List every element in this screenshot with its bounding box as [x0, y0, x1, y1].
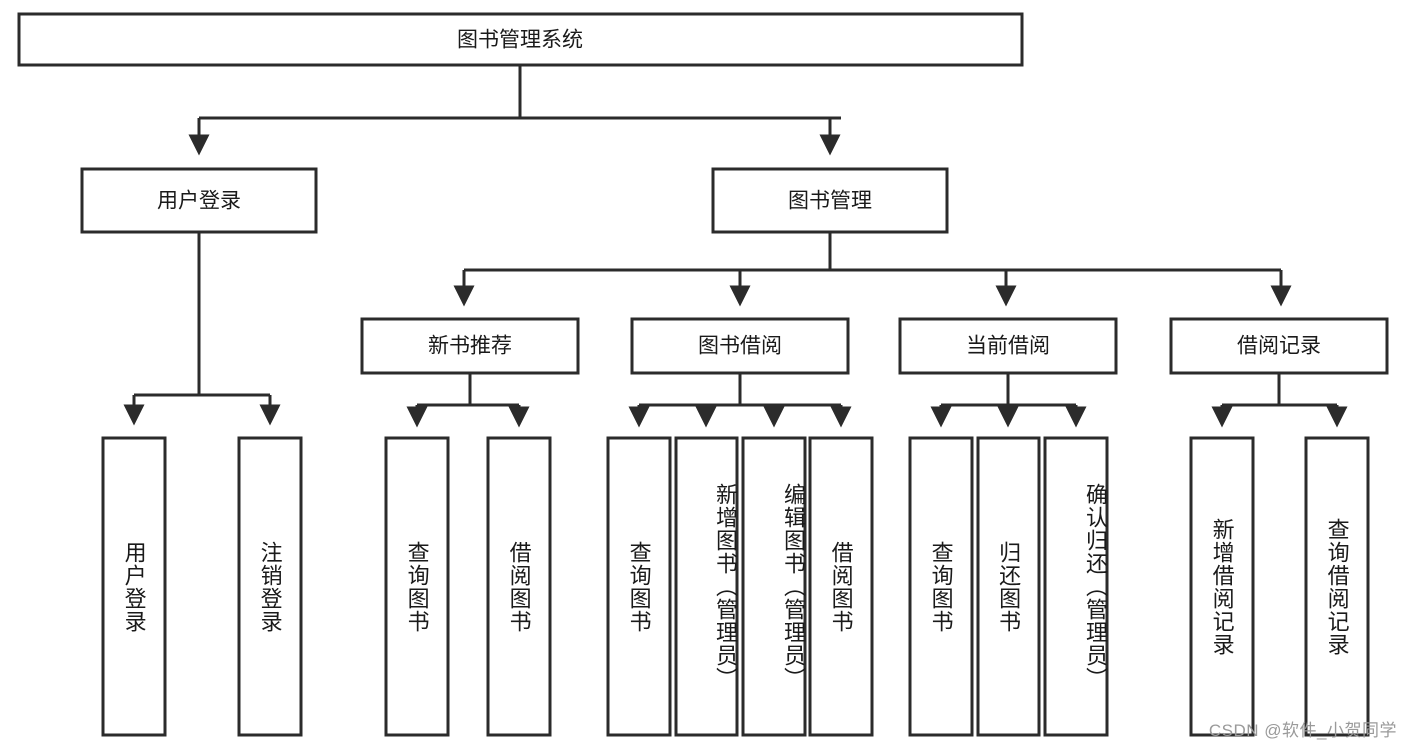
- leaf-box-book-borrow-2[interactable]: [741, 436, 807, 737]
- leaf-box-new-book-recommend-1[interactable]: [486, 436, 552, 737]
- node-borrow-record[interactable]: 借阅记录: [1169, 317, 1389, 375]
- leaf-box-user-login-1[interactable]: [237, 436, 303, 737]
- leaf-box-book-borrow-3[interactable]: [808, 436, 874, 737]
- leaf-box-borrow-record-1[interactable]: [1304, 436, 1370, 737]
- leaf-box-current-borrow-0[interactable]: [908, 436, 974, 737]
- leaf-box-user-login-0[interactable]: [101, 436, 167, 737]
- connector-userlogin-to-leaves: [123, 233, 281, 426]
- leaf-box-new-book-recommend-0[interactable]: [384, 436, 450, 737]
- node-book-borrow-label: 图书借阅: [698, 335, 782, 358]
- connector-borrowrecord-to-leaves: [1211, 374, 1348, 428]
- leaf-box-current-borrow-2[interactable]: [1043, 436, 1109, 737]
- leaf-box-book-borrow-1[interactable]: [674, 436, 739, 737]
- leaf-box-borrow-record-0[interactable]: [1189, 436, 1255, 737]
- node-book-management[interactable]: 图书管理: [711, 167, 949, 234]
- node-borrow-record-label: 借阅记录: [1237, 335, 1321, 358]
- node-user-login[interactable]: 用户登录: [80, 167, 318, 234]
- node-current-borrow[interactable]: 当前借阅: [898, 317, 1118, 375]
- node-new-book-recommend[interactable]: 新书推荐: [360, 317, 580, 375]
- node-new-book-recommend-label: 新书推荐: [428, 335, 512, 358]
- connector-currentborrow-to-leaves: [930, 374, 1087, 428]
- leaf-box-current-borrow-1[interactable]: [976, 436, 1041, 737]
- connector-bookborrow-to-leaves: [628, 374, 852, 428]
- connector-root-to-level2: [188, 66, 841, 156]
- csdn-watermark: CSDN @软件_小贺同学: [1208, 721, 1397, 740]
- node-root-label: 图书管理系统: [457, 29, 583, 52]
- node-current-borrow-label: 当前借阅: [966, 335, 1050, 358]
- node-book-borrow[interactable]: 图书借阅: [630, 317, 850, 375]
- connector-newbook-to-leaves: [406, 374, 530, 428]
- node-book-management-label: 图书管理: [788, 190, 872, 213]
- connector-bookmanage-to-level3: [453, 233, 1292, 307]
- leaf-box-book-borrow-0[interactable]: [606, 436, 672, 737]
- node-user-login-label: 用户登录: [157, 190, 241, 213]
- node-root-book-management-system[interactable]: 图书管理系统: [17, 12, 1024, 67]
